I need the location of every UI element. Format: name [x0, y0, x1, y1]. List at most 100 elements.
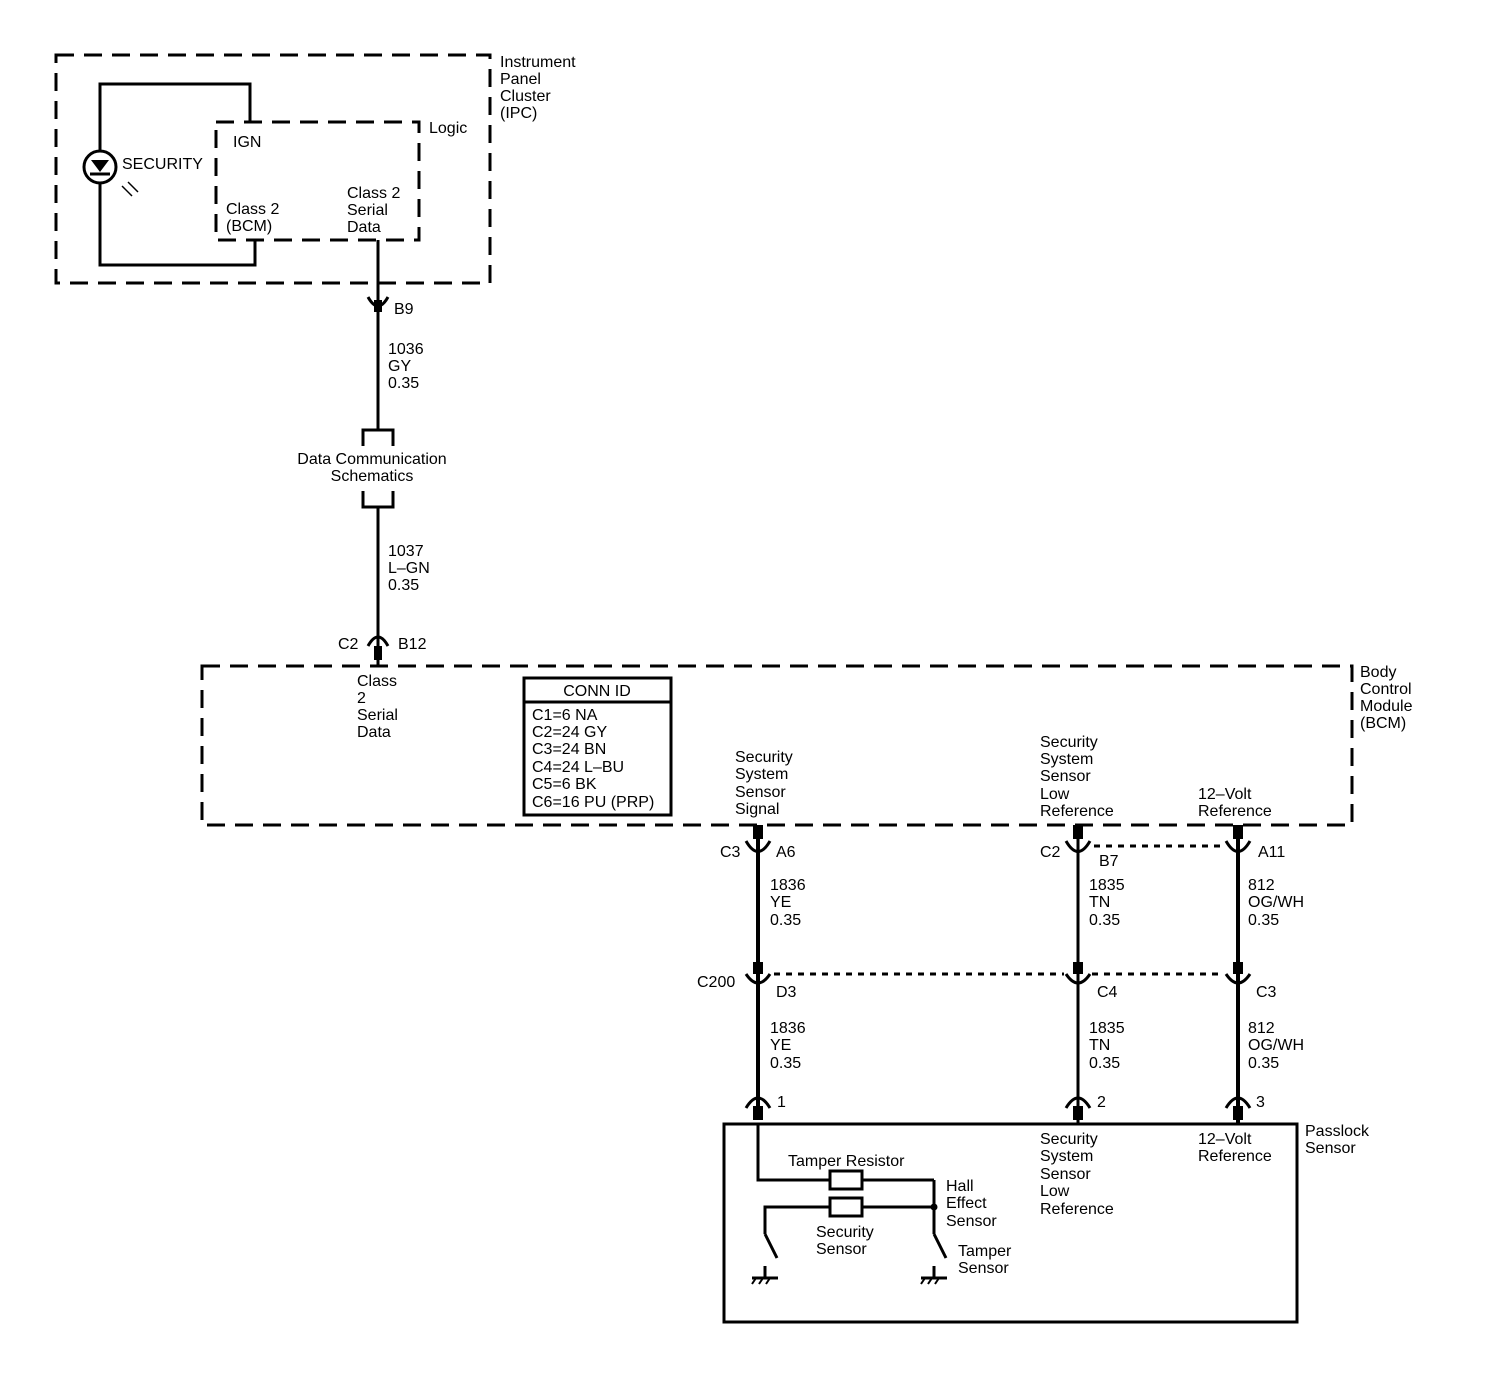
wire-label: 0.35 — [1248, 1055, 1279, 1072]
ground-icon — [751, 1276, 778, 1285]
wire-label: L–GN — [388, 560, 430, 577]
connector-d3 — [744, 962, 772, 985]
passlock-label-line: Sensor — [1305, 1140, 1356, 1157]
pin-label: 3 — [1256, 1094, 1265, 1111]
ipc-label-line: Panel — [500, 71, 541, 88]
bcm-sec-signal-label: Security — [735, 749, 793, 766]
wire-label: GY — [388, 358, 411, 375]
pin-label: A6 — [776, 844, 796, 861]
wire-label: YE — [770, 894, 791, 911]
tamper-resistor-label: Tamper Resistor — [788, 1153, 905, 1170]
bcm-sec-lowref-label: Sensor — [1040, 768, 1091, 785]
security-sensor-label: Sensor — [816, 1241, 867, 1258]
conn-id-row: C4=24 L–BU — [532, 759, 624, 776]
wire-label: 0.35 — [770, 1055, 801, 1072]
conn-id-row: C5=6 BK — [532, 776, 597, 793]
ipc-label-line: Cluster — [500, 88, 551, 105]
tamper-sensor-label: Sensor — [958, 1260, 1009, 1277]
connector-b12 — [366, 635, 390, 660]
conn-id-title: CONN ID — [563, 683, 631, 700]
connector-c3 — [1224, 962, 1252, 985]
wire-label: 1835 — [1089, 877, 1125, 894]
pin-label: B9 — [394, 301, 414, 318]
bcm-12v-label: 12–Volt — [1198, 786, 1252, 803]
passlock-lowref-label: System — [1040, 1148, 1093, 1165]
class2-bcm-label: (BCM) — [226, 218, 272, 235]
ipc-label-line: Instrument — [500, 54, 576, 71]
passlock-12v-label: Reference — [1198, 1148, 1272, 1165]
tamper-sensor-label: Tamper — [958, 1243, 1012, 1260]
pin-label: D3 — [776, 984, 797, 1001]
security-switch-icon — [763, 1233, 779, 1259]
bcm-class2-label: Serial — [357, 707, 398, 724]
passlock-12v-label: 12–Volt — [1198, 1131, 1252, 1148]
wire-label: YE — [770, 1037, 791, 1054]
bcm-label-line: Module — [1360, 698, 1413, 715]
bcm-sec-signal-label: System — [735, 766, 788, 783]
bcm-sec-signal-label: Signal — [735, 801, 779, 818]
passlock-sensor-box — [722, 1122, 1299, 1324]
bcm-label-line: Body — [1360, 664, 1396, 681]
ipc-module-label: Instrument Panel Cluster (IPC) — [500, 54, 576, 122]
passlock-lowref-label: Security — [1040, 1131, 1098, 1148]
conn-id-table: CONN ID C1=6 NA C2=24 GY C3=24 BN C4=24 … — [522, 676, 673, 817]
ipc-label-line: (IPC) — [500, 105, 537, 122]
bcm-sec-lowref-label: Low — [1040, 786, 1070, 803]
pin-label: C2 — [338, 636, 359, 653]
security-led-icon — [82, 149, 139, 197]
data-comm-bracket-top — [361, 428, 395, 446]
pin-label: C4 — [1097, 984, 1118, 1001]
bcm-class2-label: Data — [357, 724, 391, 741]
data-comm-bracket-bottom — [361, 491, 395, 509]
bcm-sec-lowref-label: Security — [1040, 734, 1098, 751]
conn-id-row: C1=6 NA — [532, 707, 598, 724]
connector-a6 — [744, 825, 772, 853]
pin-label: C2 — [1040, 844, 1061, 861]
bcm-sec-signal-label: Sensor — [735, 784, 786, 801]
pin-label: A11 — [1258, 844, 1285, 861]
connector-c4 — [1064, 962, 1092, 985]
class2-serial-label: Data — [347, 219, 381, 236]
pin-label: 2 — [1097, 1094, 1106, 1111]
bcm-sec-lowref-label: Reference — [1040, 803, 1114, 820]
pin-label: C3 — [1256, 984, 1277, 1001]
wire-label: 1036 — [388, 341, 424, 358]
tamper-resistor-icon — [828, 1169, 864, 1191]
wire-label: 812 — [1248, 1020, 1275, 1037]
wire-label: TN — [1089, 894, 1110, 911]
wire-label: 812 — [1248, 877, 1275, 894]
ipc-module-box — [54, 53, 492, 285]
pin-label: B12 — [398, 636, 427, 653]
bcm-label-line: (BCM) — [1360, 715, 1406, 732]
ign-label: IGN — [233, 134, 261, 151]
wire-label: 1836 — [770, 877, 806, 894]
conn-id-row: C3=24 BN — [532, 741, 606, 758]
hall-sensor-label: Effect — [946, 1195, 987, 1212]
wire-label: 0.35 — [388, 375, 419, 392]
wire-label: OG/WH — [1248, 1037, 1304, 1054]
bcm-class2-label: 2 — [357, 690, 366, 707]
class2-serial-label: Class 2 — [347, 185, 400, 202]
bcm-sec-lowref-label: System — [1040, 751, 1093, 768]
ipc-internal-wire — [98, 82, 257, 267]
wire-label: 0.35 — [1089, 1055, 1120, 1072]
ipc-logic-box — [214, 120, 421, 242]
pin-label: C3 — [720, 844, 741, 861]
passlock-label-line: Passlock — [1305, 1123, 1370, 1140]
security-indicator-label: SECURITY — [122, 156, 203, 173]
passlock-internal-wire — [756, 1124, 830, 1182]
ground-icon — [920, 1276, 947, 1285]
hall-sensor-label: Hall — [946, 1178, 974, 1195]
bcm-module-label: Body Control Module (BCM) — [1360, 664, 1413, 732]
class2-bcm-label: Class 2 — [226, 201, 279, 218]
security-sensor-icon — [828, 1196, 864, 1218]
bcm-module-box — [200, 664, 1354, 827]
connector-pin-2 — [1064, 1096, 1092, 1120]
pin-label: C200 — [697, 974, 735, 991]
wire-label: TN — [1089, 1037, 1110, 1054]
passlock-lowref-label: Low — [1040, 1183, 1070, 1200]
pin-label: 1 — [777, 1094, 786, 1111]
wire-label: 1836 — [770, 1020, 806, 1037]
passlock-lowref-label: Reference — [1040, 1201, 1114, 1218]
connector-b9 — [366, 296, 390, 312]
